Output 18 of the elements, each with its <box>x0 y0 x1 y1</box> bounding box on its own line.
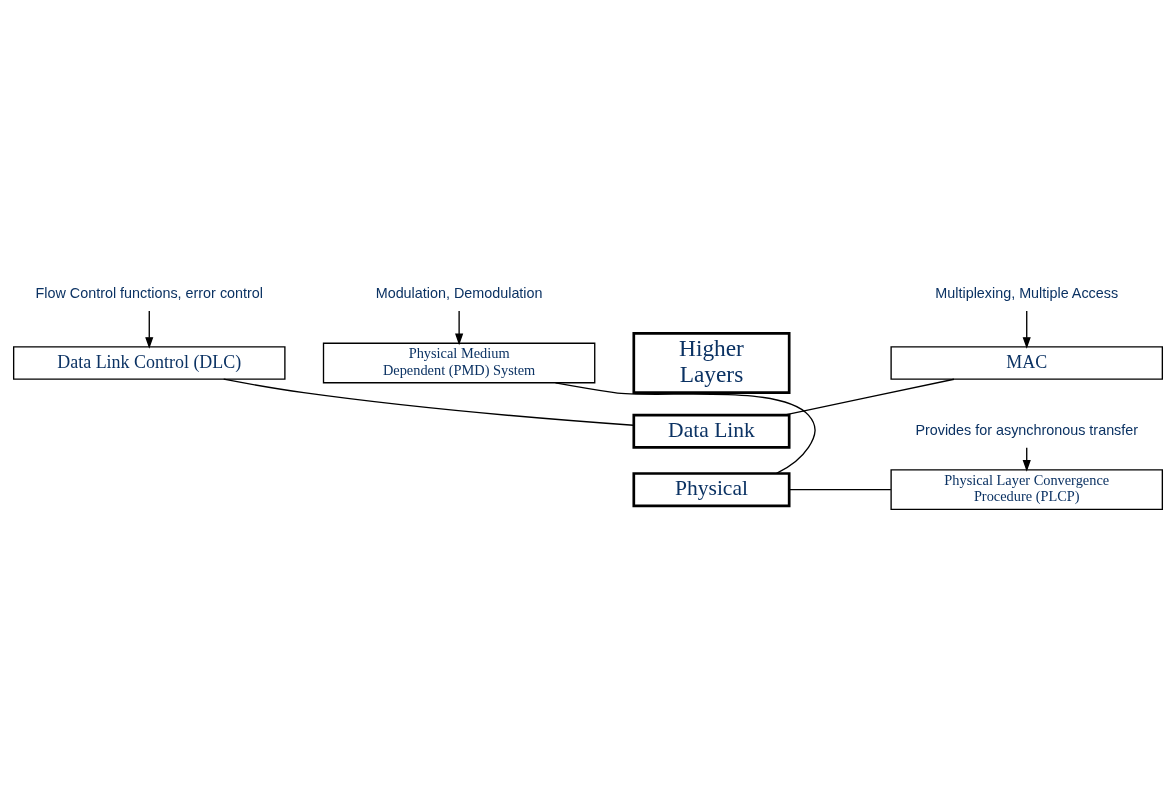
node-box: Higher Layers <box>632 332 791 394</box>
node-box: Physical <box>632 472 791 508</box>
node-text: Multiplexing, Multiple Access <box>935 285 1119 302</box>
node-box: Physical Medium Dependent (PMD) System <box>322 342 596 384</box>
node-box: Data Link <box>632 413 791 449</box>
arrow <box>455 310 464 346</box>
node-text: Provides for asynchronous transfer <box>915 421 1139 438</box>
node-text: Modulation, Demodulation <box>375 285 543 302</box>
connector <box>554 382 816 475</box>
connector <box>783 378 955 416</box>
connector <box>223 378 635 426</box>
arrow <box>1022 310 1031 349</box>
node-box: Data Link Control (DLC) <box>13 346 286 380</box>
arrow <box>145 310 154 349</box>
node-box: Physical Layer Convergence Procedure (PLCP) <box>890 469 1163 511</box>
node-box: MAC <box>890 346 1163 380</box>
node-text: Flow Control functions, error control <box>35 285 263 302</box>
connector <box>788 488 892 491</box>
